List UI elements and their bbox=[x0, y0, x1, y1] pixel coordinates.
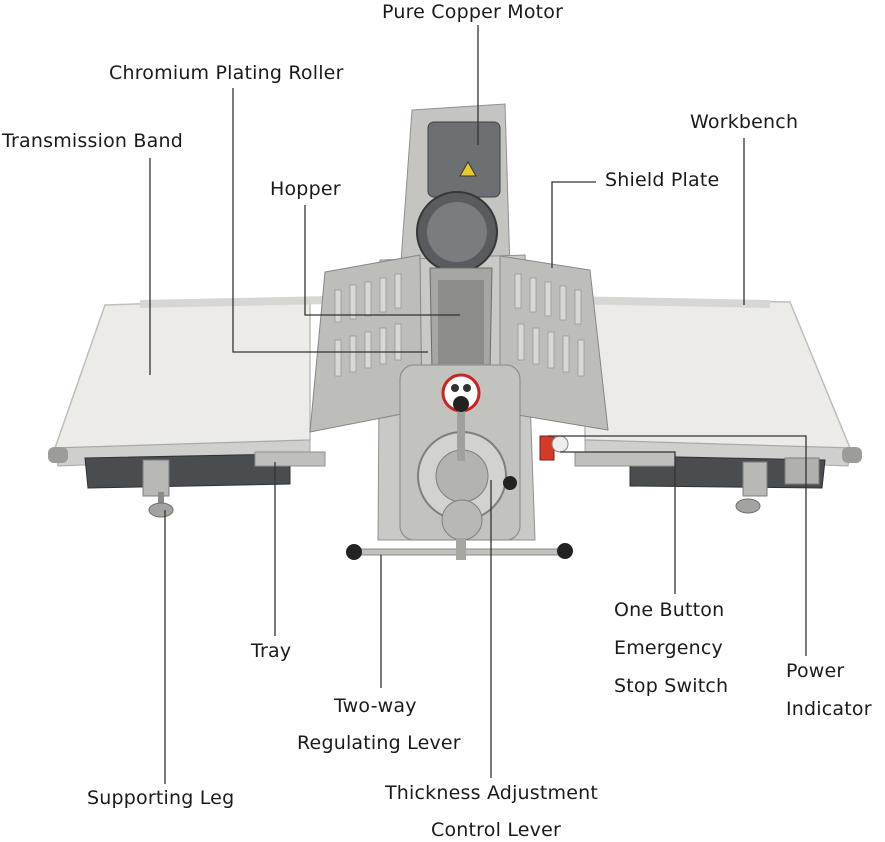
label-chromium-plating-roller: Chromium Plating Roller bbox=[109, 62, 344, 84]
left-conveyor bbox=[48, 296, 330, 467]
label-transmission-band: Transmission Band bbox=[2, 130, 183, 152]
label-tray: Tray bbox=[251, 640, 292, 662]
label-supporting-leg: Supporting Leg bbox=[87, 787, 235, 809]
emergency-stop bbox=[539, 435, 555, 461]
thickness-lever bbox=[453, 396, 517, 490]
label-shield-plate: Shield Plate bbox=[605, 169, 720, 191]
hopper bbox=[429, 267, 493, 371]
shield-plates bbox=[309, 254, 609, 433]
label-two-way-line1: Two-way bbox=[334, 695, 417, 717]
power-indicator bbox=[551, 435, 569, 453]
motor bbox=[416, 121, 501, 273]
label-thickness-line2: Control Lever bbox=[431, 819, 562, 841]
label-emergency-line1: One Button bbox=[614, 599, 725, 621]
two-way-lever bbox=[346, 538, 573, 560]
label-emergency-line3: Stop Switch bbox=[614, 675, 729, 697]
label-emergency-line2: Emergency bbox=[614, 637, 723, 659]
label-power-line1: Power bbox=[786, 660, 845, 682]
leader-lines bbox=[149, 25, 807, 784]
label-workbench: Workbench bbox=[690, 111, 799, 133]
label-pure-copper-motor: Pure Copper Motor bbox=[382, 1, 564, 23]
label-power-line2: Indicator bbox=[786, 698, 872, 720]
label-hopper: Hopper bbox=[270, 178, 341, 200]
left-tray bbox=[84, 451, 326, 489]
right-tray bbox=[574, 451, 826, 489]
right-conveyor bbox=[565, 296, 862, 467]
right-supporting-leg bbox=[735, 457, 820, 514]
left-supporting-leg bbox=[142, 459, 174, 518]
label-thickness-line1: Thickness Adjustment bbox=[385, 782, 599, 804]
label-two-way-line2: Regulating Lever bbox=[297, 732, 461, 754]
